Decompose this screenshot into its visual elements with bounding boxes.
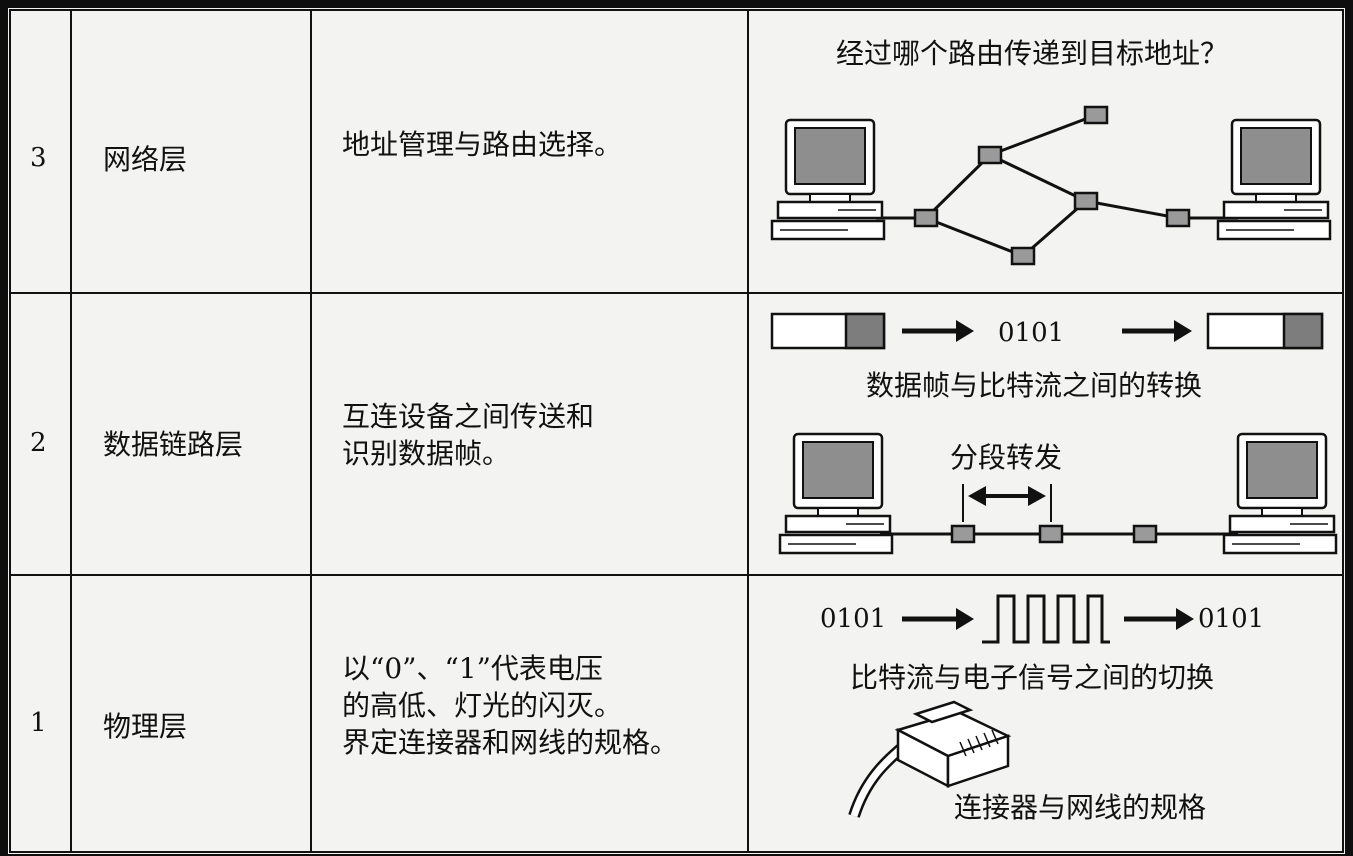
computer-icon — [778, 432, 894, 555]
arrow-right-icon — [902, 320, 974, 342]
osi-layer-table: 3 网络层 地址管理与路由选择。 经过哪个路由传递到目标地址？ 2 数据链路层 … — [8, 8, 1345, 854]
double-arrow-icon — [968, 486, 1046, 506]
table-grid — [9, 9, 1344, 853]
layer-name: 物理层 — [103, 710, 188, 743]
layer-number: 2 — [30, 428, 47, 458]
hop-caption: 分段转发 — [950, 441, 1063, 474]
layer-name: 网络层 — [103, 143, 188, 176]
routing-network-diagram — [770, 105, 1332, 266]
hop-forwarding-diagram — [778, 432, 1338, 555]
arrow-right-icon — [1122, 320, 1192, 342]
bitstream-label: 0101 — [998, 318, 1065, 348]
layer-name: 数据链路层 — [103, 428, 244, 461]
bitstream-in-label: 0101 — [820, 604, 887, 634]
routing-caption: 经过哪个路由传递到目标地址？ — [836, 37, 1229, 70]
illustrations — [770, 105, 1338, 818]
frame-caption: 数据帧与比特流之间的转换 — [866, 369, 1203, 402]
signal-caption: 比特流与电子信号之间的切换 — [850, 661, 1215, 694]
router-icon — [977, 145, 1003, 165]
layer-number: 1 — [30, 708, 47, 738]
layer-description: 互连设备之间传送和 识别数据帧。 — [342, 400, 595, 470]
frame-conversion-diagram — [770, 312, 1324, 350]
arrow-right-icon — [902, 608, 974, 630]
layer-description: 地址管理与路由选择。 — [342, 128, 623, 161]
signal-conversion-diagram — [902, 594, 1194, 644]
computer-icon — [770, 118, 886, 241]
computer-icon — [1222, 432, 1338, 555]
router-icon — [1165, 208, 1191, 228]
router-icon — [1038, 524, 1064, 544]
router-icon — [1073, 191, 1099, 211]
router-icon — [1083, 105, 1109, 125]
router-icon — [1132, 524, 1158, 544]
bitstream-out-label: 0101 — [1198, 604, 1265, 634]
router-icon — [950, 524, 976, 544]
router-icon — [913, 208, 939, 228]
router-icon — [1010, 246, 1036, 266]
connector-caption: 连接器与网线的规格 — [954, 791, 1207, 824]
layer-description: 以“0”、“1”代表电压 的高低、灯光的闪灭。 界定连接器和网线的规格。 — [342, 652, 679, 759]
computer-icon — [1216, 118, 1332, 241]
square-wave-icon — [982, 594, 1110, 644]
rj45-connector-icon — [848, 700, 1012, 818]
layer-number: 3 — [30, 143, 47, 173]
arrow-right-icon — [1124, 608, 1194, 630]
